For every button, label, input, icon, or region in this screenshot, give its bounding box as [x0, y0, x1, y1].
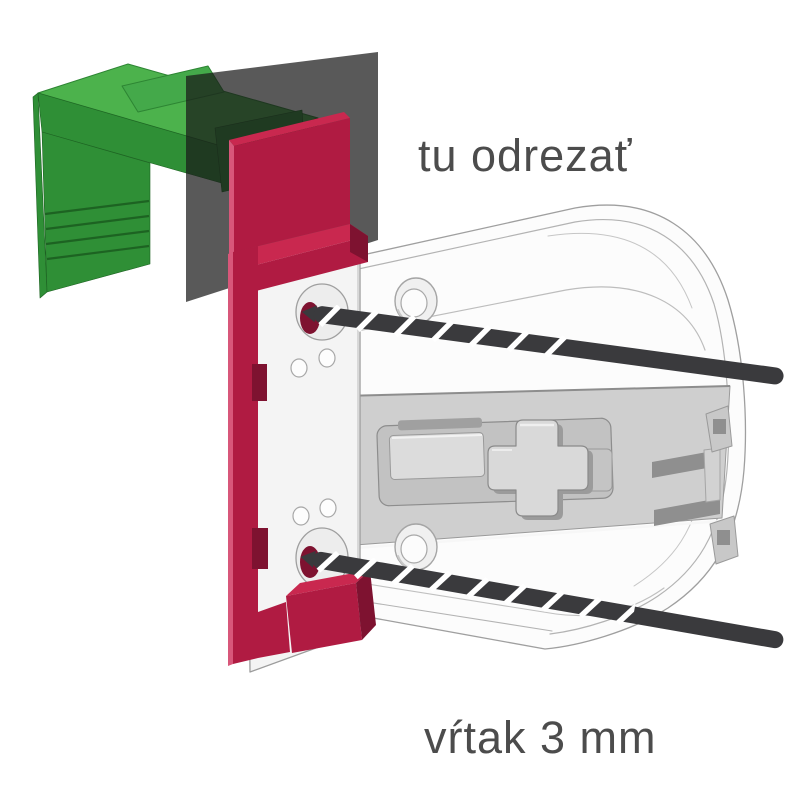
plate-rim-line2: [547, 232, 693, 309]
hook-notch-upper: [713, 419, 726, 434]
screw-hole: [318, 348, 336, 368]
bracket-side-tab-lower: [252, 528, 268, 569]
bracket-foot-front: [286, 583, 362, 653]
plate-rim-line: [339, 219, 730, 635]
bracket-foot-top: [286, 570, 370, 596]
drill-bit-bottom: [300, 550, 784, 649]
screw-hole: [290, 358, 308, 378]
drill-tip: [301, 305, 317, 323]
red-bracket: [228, 112, 376, 666]
hook-notch-lower: [717, 530, 730, 545]
bracket-shelf-front: [252, 236, 368, 292]
cross-knob: [487, 419, 589, 517]
drill-bit-top: [301, 304, 784, 385]
drill-shank: [313, 306, 784, 385]
bracket-block-left-edge: [229, 140, 234, 256]
label-cut-here: tu odrezať: [418, 130, 633, 181]
clip-slot-upper: [652, 450, 718, 478]
bracket-block-front: [234, 118, 350, 252]
bracket-foot-bridge: [258, 602, 290, 658]
ring-boss-bottom: [394, 523, 438, 572]
plate-ridge-seam: [341, 286, 706, 351]
drill-flutes: [316, 550, 636, 625]
bracket-block-top: [229, 112, 350, 146]
drill-shank: [312, 551, 784, 649]
bracket-column-edge: [228, 252, 233, 666]
clip-front-leg: [41, 131, 151, 293]
plug-highlight: [391, 434, 483, 439]
tray-plug: [388, 432, 486, 480]
screw-hole: [319, 498, 337, 518]
label-drill-size: vŕtak 3 mm: [424, 712, 657, 763]
tray-slit-top: [397, 417, 483, 431]
bracket-shelf-top: [234, 224, 368, 266]
bracket-foot-side: [356, 570, 376, 640]
bracket-shelf-side: [350, 224, 368, 262]
bracket-side-tab-upper: [252, 364, 267, 401]
drill-tip: [300, 550, 316, 568]
plate-bottom-edge: [341, 597, 553, 632]
mounting-plate: [245, 204, 747, 673]
bracket-column: [233, 246, 258, 664]
clip-slot-lower: [654, 498, 720, 526]
clip-block: [703, 447, 721, 503]
clip-ribs: [44, 199, 150, 261]
screw-hole: [292, 506, 310, 526]
channel-top-shadow: [341, 385, 731, 397]
drill-flutes: [318, 304, 567, 358]
